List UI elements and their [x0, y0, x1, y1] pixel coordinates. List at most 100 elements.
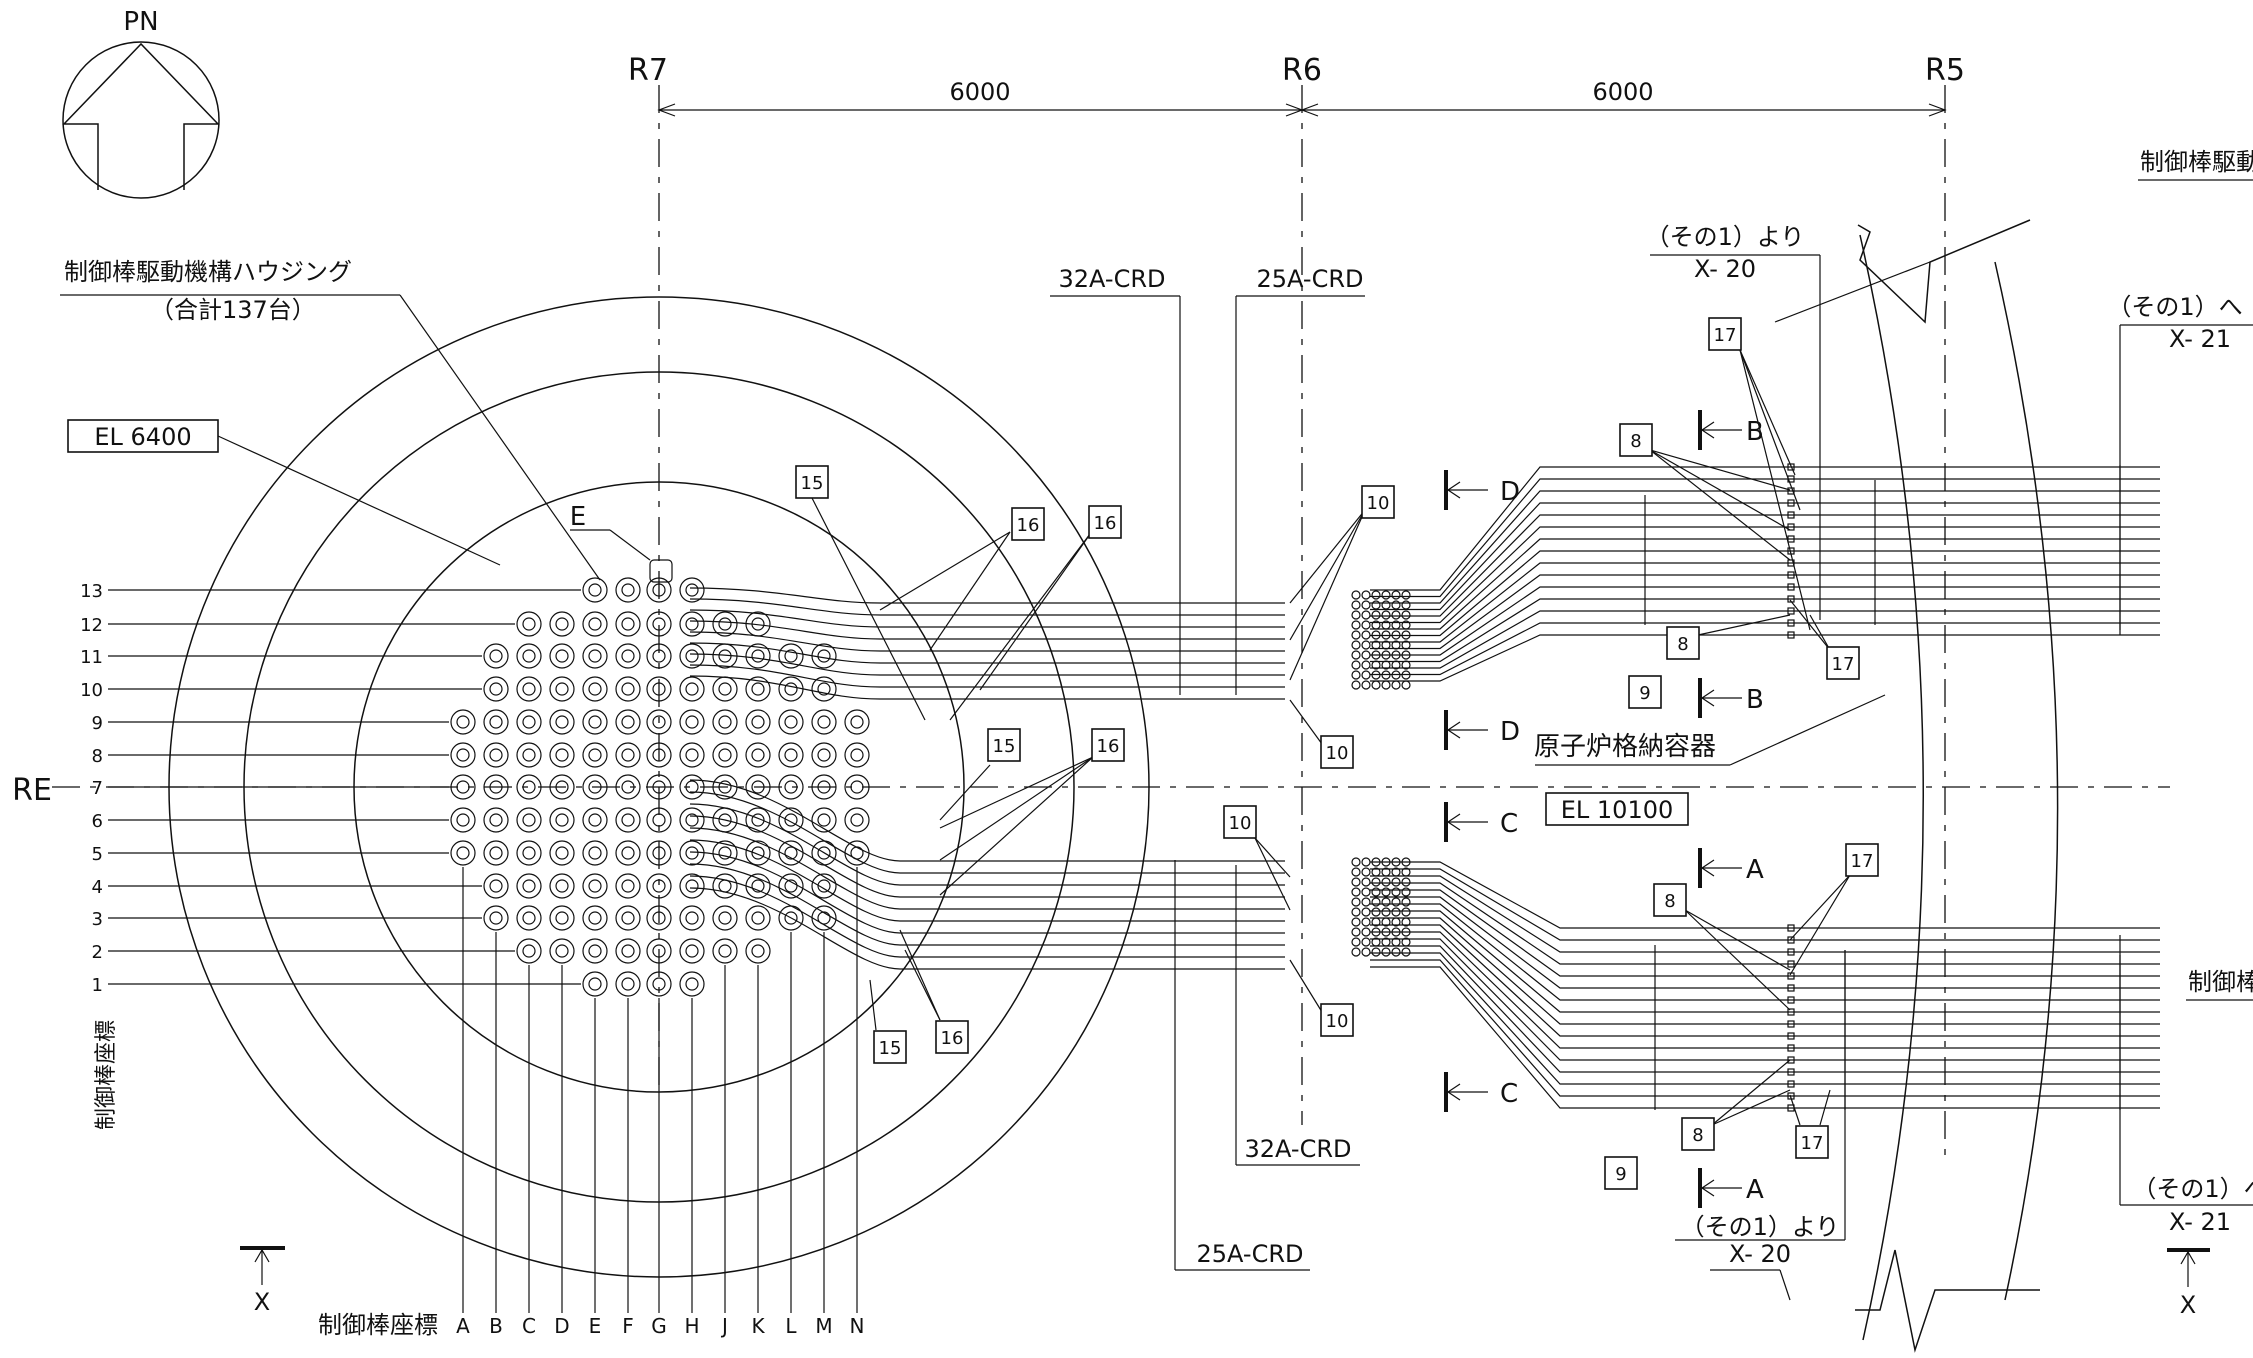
- fitting: [1391, 680, 1401, 690]
- crd-housing: [549, 807, 575, 833]
- fitting: [1401, 620, 1411, 630]
- fitting: [1371, 947, 1381, 957]
- crd-housing: [483, 643, 509, 669]
- fitting: [1351, 610, 1361, 620]
- callout-number: 8: [1664, 891, 1675, 912]
- fitting: [1361, 620, 1371, 630]
- row-label-11: 11: [80, 647, 103, 668]
- crd-housing: [811, 873, 837, 899]
- piping-bundles: [689, 463, 2160, 1112]
- crd-housing: [516, 676, 542, 702]
- fitting: [1351, 620, 1361, 630]
- annotation-labels: 制御棒駆動機構ハウジング （合計137台） EL 6400 E 32A-CRD …: [60, 148, 2253, 1339]
- fitting: [1391, 927, 1401, 937]
- pipe-line: [1370, 562, 1790, 643]
- pipe-line: [1370, 574, 1790, 650]
- crd-housing: [582, 938, 608, 964]
- section-c-top: C: [1500, 809, 1518, 839]
- fitting: [1371, 917, 1381, 927]
- grid-r5: R5: [1925, 53, 1965, 88]
- pipe-end: [1787, 583, 1795, 591]
- pipe-line: [1370, 952, 1790, 1085]
- fitting: [1391, 887, 1401, 897]
- pipe-line: [1370, 910, 1790, 1013]
- crd-housing: [745, 774, 771, 800]
- x21-top: X- 21: [2169, 325, 2231, 353]
- callout-number: 9: [1639, 683, 1650, 704]
- pipe-line: [1370, 931, 1790, 1049]
- fitting: [1351, 680, 1361, 690]
- pipe-line: [689, 779, 1285, 862]
- fitting: [1371, 630, 1381, 640]
- fitting: [1391, 620, 1401, 630]
- callout-c17-top: 17: [1708, 317, 1742, 351]
- fitting: [1391, 650, 1401, 660]
- fitting: [1371, 590, 1381, 600]
- crd-drive-top-label: 制御棒駆動: [2140, 148, 2253, 176]
- fitting: [1381, 937, 1391, 947]
- fitting: [1381, 650, 1391, 660]
- pipe-line: [1370, 959, 1790, 1097]
- fitting: [1361, 630, 1371, 640]
- fitting: [1391, 917, 1401, 927]
- callout-number: 15: [879, 1038, 902, 1059]
- section-d-bottom: D: [1500, 717, 1520, 747]
- fitting: [1371, 927, 1381, 937]
- x21-bottom: X- 21: [2169, 1208, 2231, 1236]
- crd-housing: [745, 807, 771, 833]
- pipe-line: [1370, 903, 1790, 1001]
- callout-number: 17: [1851, 851, 1874, 872]
- fitting: [1351, 650, 1361, 660]
- fitting: [1371, 670, 1381, 680]
- el-10100-label: EL 10100: [1561, 796, 1674, 824]
- crd-housing: [745, 840, 771, 866]
- column-label-N: N: [850, 1314, 865, 1338]
- fitting: [1351, 670, 1361, 680]
- pipe-line: [689, 803, 1285, 886]
- callout-c15-bottom: 15: [873, 1030, 907, 1064]
- pipe-line: [689, 863, 1285, 946]
- pipe-line: [1370, 550, 1790, 637]
- crd-housing: [844, 742, 870, 768]
- fitting: [1351, 857, 1361, 867]
- pipe-line: [1370, 896, 1790, 989]
- pipe-line: [1370, 938, 1790, 1061]
- pipe-line: [689, 875, 1285, 958]
- fitting: [1381, 857, 1391, 867]
- pipe-line: [1370, 924, 1790, 1037]
- fitting: [1401, 887, 1411, 897]
- callout-c9-top: 9: [1628, 675, 1662, 709]
- pipe-end: [1787, 631, 1795, 639]
- crd-housing: [745, 938, 771, 964]
- crd-housing: [450, 774, 476, 800]
- pipe-line: [1370, 622, 1790, 676]
- fitting: [1361, 907, 1371, 917]
- crd-housing: [615, 577, 641, 603]
- x20-top: X- 20: [1694, 255, 1756, 283]
- callout-leader: [949, 529, 1094, 721]
- crd-housing: [646, 840, 672, 866]
- callout-leader: [1697, 614, 1791, 636]
- callout-c15-top: 15: [795, 465, 829, 499]
- crd-housing: [615, 938, 641, 964]
- pipe-end: [1787, 1068, 1795, 1076]
- crd-housing: [679, 643, 705, 669]
- fitting: [1401, 917, 1411, 927]
- pipe-line: [1370, 882, 1790, 965]
- crd-housing: [679, 676, 705, 702]
- crd-housing: [615, 774, 641, 800]
- pipe-line: [1370, 945, 1790, 1073]
- crd-25a-bottom-label: 25A-CRD: [1196, 1240, 1303, 1268]
- callout-c16-b: 16: [1088, 505, 1122, 539]
- crd-housing: [712, 611, 738, 637]
- callout-c16-mid: 16: [1091, 728, 1125, 762]
- section-b-top: B: [1746, 417, 1764, 447]
- crd-housing: [615, 742, 641, 768]
- fitting: [1351, 590, 1361, 600]
- callout-c15-mid: 15: [987, 728, 1021, 762]
- fitting: [1391, 897, 1401, 907]
- crd-housing: [582, 807, 608, 833]
- callout-leader: [1289, 509, 1366, 681]
- pipe-line: [1370, 889, 1790, 977]
- pipe-line: [1370, 502, 1790, 611]
